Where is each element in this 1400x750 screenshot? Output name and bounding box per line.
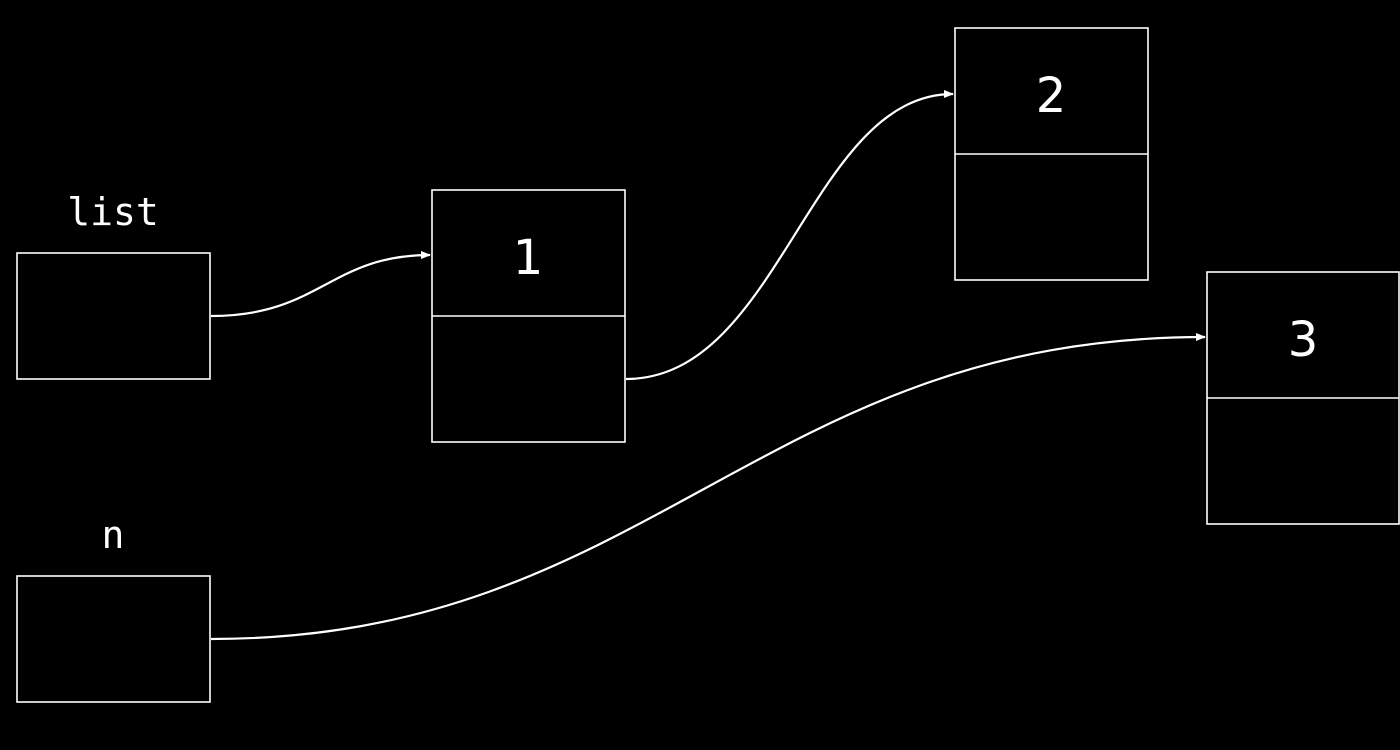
node-1: 1 xyxy=(431,189,626,443)
arrow-n-to-node-3 xyxy=(210,333,1206,641)
node-3: 3 xyxy=(1206,271,1400,525)
variable-n-label: n xyxy=(102,513,125,557)
variable-list-box xyxy=(16,252,211,380)
variable-n-box xyxy=(16,575,211,703)
node-3-value: 3 xyxy=(1288,312,1319,368)
node-1-value: 1 xyxy=(513,230,544,286)
arrow-node-1-to-node-2 xyxy=(625,90,954,381)
variable-list-label: list xyxy=(67,190,159,234)
node-2-value: 2 xyxy=(1036,68,1067,124)
variable-list: list xyxy=(16,190,211,380)
arrow-list-to-node-1 xyxy=(210,251,431,318)
node-2: 2 xyxy=(954,27,1149,281)
variable-n: n xyxy=(16,513,211,703)
